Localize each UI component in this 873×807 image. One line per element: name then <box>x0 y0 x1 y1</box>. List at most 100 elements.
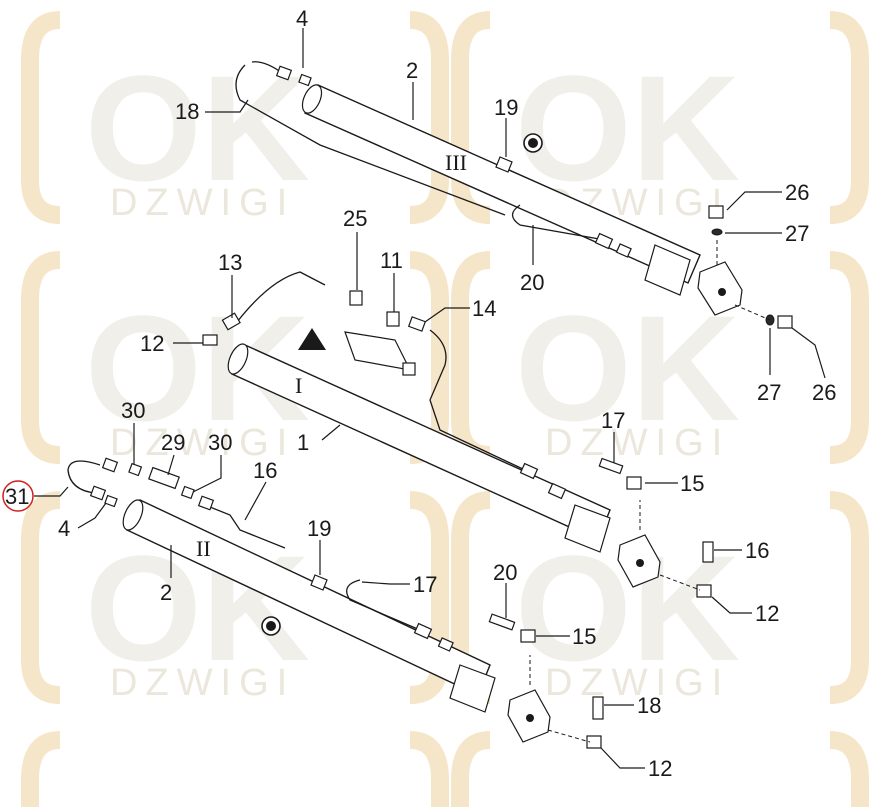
cylinder-bottom-end <box>122 499 144 531</box>
leader-26a <box>726 191 782 211</box>
clip-19b <box>310 574 328 591</box>
cylinder-top-eye-hole <box>718 288 726 296</box>
bolt-20 <box>488 613 516 631</box>
cylinder-top-end <box>301 84 323 114</box>
watermark-logo: OK <box>85 44 310 212</box>
label-29: 29 <box>161 430 185 455</box>
fitting-14 <box>407 316 427 332</box>
fitting-30b <box>180 485 195 500</box>
watermark-subtext: DZWIGI <box>545 422 730 464</box>
fitting-13 <box>221 312 241 331</box>
cylinder-top-gland <box>644 244 691 296</box>
fitting-30a <box>128 462 143 477</box>
cylinder-middle-eye-hole <box>636 559 644 567</box>
label-roman-II: II <box>196 536 211 561</box>
label-17b: 17 <box>413 572 437 597</box>
fitting-4a <box>275 65 293 81</box>
cylinder-bottom-eye-hole <box>526 714 534 722</box>
fitting-15 <box>626 476 642 490</box>
fitting-31b <box>89 485 107 501</box>
bolt-26b <box>777 315 793 329</box>
label-27b: 27 <box>757 380 781 405</box>
cylinder-top <box>235 61 793 329</box>
triangle-marker <box>298 328 326 350</box>
pipe-16 <box>204 504 286 549</box>
label-31: 31 <box>5 484 29 509</box>
label-2: 2 <box>406 58 418 83</box>
label-15b: 15 <box>572 624 596 649</box>
watermark: OK OK OK OK OK OK DZWIGI DZWIGI DZWIGI D… <box>21 11 869 807</box>
fitting-16 <box>197 495 215 511</box>
label-26a: 26 <box>785 180 809 205</box>
watermark-subtext: DZWIGI <box>110 662 295 704</box>
label-15: 15 <box>680 471 704 496</box>
marker-bottom-dot <box>266 621 276 631</box>
fitting-12b <box>696 584 712 598</box>
fitting-15b <box>520 629 536 643</box>
label-20: 20 <box>520 270 544 295</box>
leader-12b <box>711 596 752 614</box>
fitting-17b <box>437 637 454 652</box>
pipe-31 <box>67 460 101 494</box>
leader-16b <box>244 481 267 521</box>
label-13: 13 <box>218 250 242 275</box>
cylinder-middle-end <box>227 343 249 375</box>
label-30a: 30 <box>121 398 145 423</box>
bolt-17 <box>598 457 624 475</box>
callouts-bottom: 30 29 30 16 31 4 II 2 19 17 20 15 18 12 <box>2 398 672 781</box>
fitting-25 <box>349 290 363 306</box>
watermark-logo: OK <box>515 44 740 212</box>
fitting-4 <box>104 494 118 508</box>
clip-19 <box>495 156 513 173</box>
label-14: 14 <box>472 296 496 321</box>
label-12b: 12 <box>755 601 779 626</box>
fitting-31a <box>101 457 119 473</box>
label-4b: 4 <box>58 516 70 541</box>
watermark-logo: OK <box>515 284 740 452</box>
label-19: 19 <box>494 95 518 120</box>
fitting-11 <box>386 311 400 327</box>
label-11: 11 <box>380 248 403 273</box>
leader-14 <box>424 307 470 323</box>
leader-26b <box>791 327 826 379</box>
coupler-29 <box>148 466 180 490</box>
label-25: 25 <box>343 206 367 231</box>
leader-4b <box>77 502 107 529</box>
fitting-pipe <box>519 462 539 480</box>
label-16b: 16 <box>253 458 277 483</box>
marker-top-dot <box>528 138 538 148</box>
leader-18 <box>205 99 249 113</box>
leader-17b <box>361 581 410 585</box>
bolt-26a <box>708 205 724 219</box>
label-roman-I: I <box>295 373 302 398</box>
valve-port <box>402 362 416 376</box>
callouts-top: 4 2 18 19 III 26 27 20 27 26 <box>175 6 836 405</box>
leader-31 <box>34 486 69 497</box>
axis-line-middle <box>639 500 701 591</box>
bolt-18 <box>592 696 604 720</box>
axis-line-top <box>716 240 771 321</box>
label-12: 12 <box>140 331 164 356</box>
fitting-12 <box>202 334 218 346</box>
label-4: 4 <box>296 6 308 31</box>
label-30b: 30 <box>208 430 232 455</box>
label-26b: 26 <box>812 380 836 405</box>
fitting-20 <box>594 232 614 250</box>
cylinder-top-eye <box>697 261 743 316</box>
watermark-brackets <box>21 11 869 807</box>
label-27a: 27 <box>785 221 809 246</box>
valve-block <box>344 331 412 371</box>
cylinder-middle-gland <box>564 504 611 553</box>
label-18: 18 <box>175 99 199 124</box>
fitting-pipe-b <box>547 482 567 500</box>
pipe-13 <box>236 271 326 323</box>
bolt-16 <box>702 541 714 563</box>
label-1: 1 <box>297 430 309 455</box>
fitting-4b <box>298 73 312 87</box>
watermark-subtext: DZWIGI <box>110 182 295 224</box>
label-12c: 12 <box>648 756 672 781</box>
callouts-middle: 25 13 11 14 12 I 1 17 15 16 12 <box>140 206 779 626</box>
fitting-17a <box>413 622 433 640</box>
washer-27a <box>711 228 723 236</box>
